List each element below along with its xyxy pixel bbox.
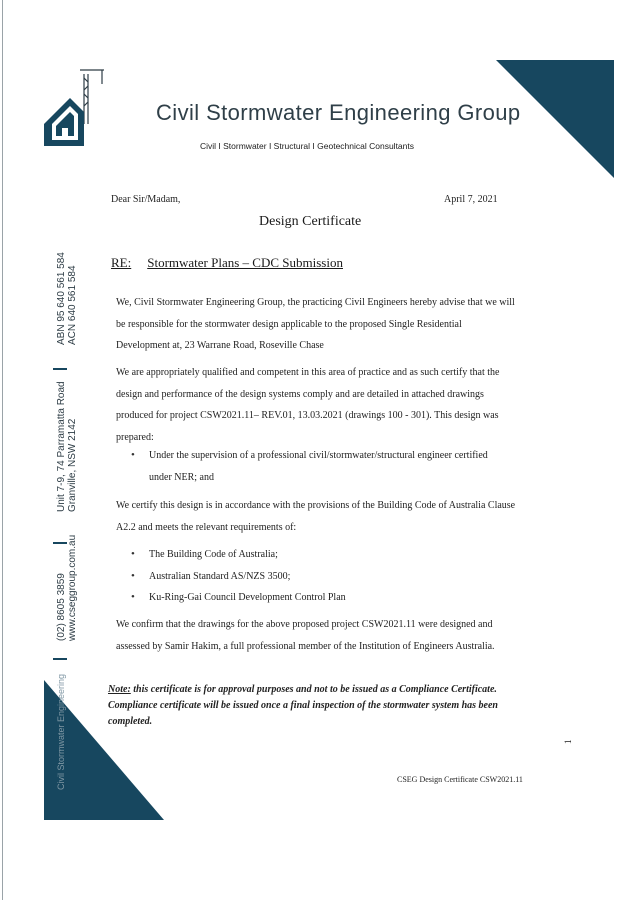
re-subject: Stormwater Plans – CDC Submission <box>147 255 343 270</box>
scan-edge-line <box>2 0 3 900</box>
paragraph-qualification: We are appropriately qualified and compe… <box>116 367 500 443</box>
acn-number: ACN 640 561 584 <box>67 265 78 345</box>
page-number: 1 <box>563 739 573 745</box>
company-services: Civil I Stormwater I Structural I Geotec… <box>200 141 414 151</box>
phone-number: (02) 8605 3859 <box>56 573 67 641</box>
address-line-1: Unit 7-9, 74 Parramatta Road <box>56 381 67 512</box>
salutation: Dear Sir/Madam, <box>111 194 181 205</box>
sidebar-watermark: Civil Stormwater Engineering <box>56 673 66 790</box>
address-line-2: Granville, NSW 2142 <box>67 418 78 512</box>
sidebar-divider <box>53 658 67 660</box>
company-logo-icon <box>44 69 104 146</box>
website-url: www.cseggroup.com.au <box>67 534 78 641</box>
sidebar-abn-acn: ABN 95 640 561 584 ACN 640 561 584 <box>56 252 78 345</box>
sidebar-divider <box>53 368 67 370</box>
corner-triangle-bottom-left <box>44 680 164 820</box>
letter-date: April 7, 2021 <box>444 194 498 205</box>
re-line: RE: Stormwater Plans – CDC Submission <box>111 255 359 271</box>
sidebar-divider <box>53 542 67 544</box>
company-name: Civil Stormwater Engineering Group <box>156 100 521 125</box>
supervision-list: Under the supervision of a professional … <box>131 445 501 488</box>
list-item: Under the supervision of a professional … <box>131 445 501 488</box>
corner-triangle-top-right <box>496 60 614 178</box>
abn-number: ABN 95 640 561 584 <box>56 252 67 345</box>
list-item: Ku-Ring-Gai Council Development Control … <box>131 587 491 609</box>
sidebar-contact: (02) 8605 3859 www.cseggroup.com.au <box>56 535 78 641</box>
note-text: this certificate is for approval purpose… <box>108 684 498 727</box>
re-label: RE: <box>111 255 132 270</box>
list-item: Australian Standard AS/NZS 3500; <box>131 566 491 588</box>
sidebar-address: Unit 7-9, 74 Parramatta Road Granville, … <box>56 381 78 512</box>
footer-reference: CSEG Design Certificate CSW2021.11 <box>397 775 523 784</box>
approval-note: Note: this certificate is for approval p… <box>108 682 508 730</box>
paragraph-responsibility: We, Civil Stormwater Engineering Group, … <box>116 297 515 351</box>
paragraph-confirmation: We confirm that the drawings for the abo… <box>116 619 495 652</box>
requirements-list: The Building Code of Australia; Australi… <box>131 544 491 609</box>
note-label: Note: <box>108 684 131 695</box>
list-item: The Building Code of Australia; <box>131 544 491 566</box>
paragraph-certification: We certify this design is in accordance … <box>116 500 516 533</box>
document-title: Design Certificate <box>259 214 362 229</box>
